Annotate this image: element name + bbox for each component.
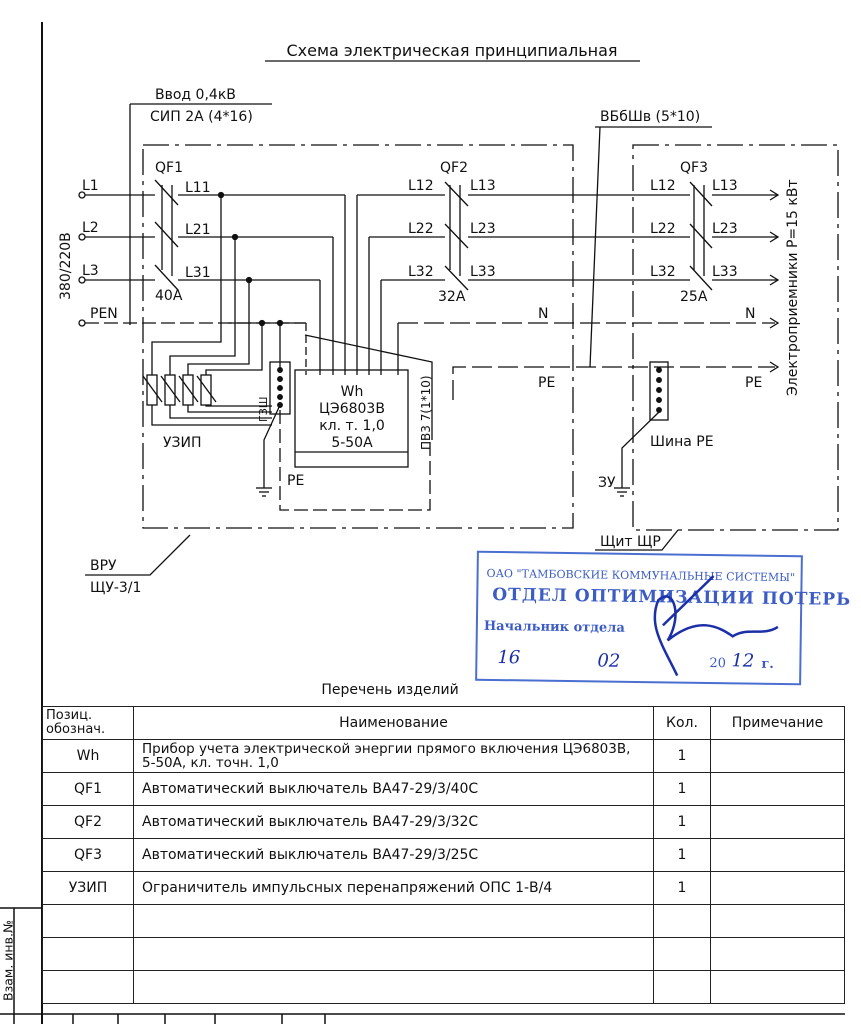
qf2-label: QF2	[440, 160, 468, 176]
header-qty: Кол.	[653, 706, 711, 740]
qf3-in-l22: L22	[650, 221, 676, 237]
signature	[653, 575, 779, 677]
header-name: Наименование	[133, 706, 654, 740]
gzsh-label: ГЗШ	[257, 396, 270, 422]
phase-l2: L2	[82, 220, 99, 236]
uzip-surge-arresters: УЗИП	[142, 195, 272, 451]
qf3-out-l13: L13	[712, 178, 738, 194]
header-position: Позиц. обознач.	[42, 706, 134, 740]
qf2-breaker: L12 L22 L32 QF2 L13 L23 L33 32А	[357, 160, 496, 305]
vru-label: ВРУ	[90, 558, 117, 574]
qf1-breaker: QF1 L11 L21 L31 40А	[154, 160, 211, 304]
side-label-text: Взам. инв.№	[0, 920, 16, 1001]
row-name: Автоматический выключатель ВА47-29/3/40С	[133, 772, 654, 806]
qf2-in-l32: L32	[408, 264, 434, 280]
qf3-out-l33: L33	[712, 264, 738, 280]
approval-stamp: ОАО "ТАМБОВСКИЕ КОММУНАЛЬНЫЕ СИСТЕМЫ" ОТ…	[475, 550, 851, 686]
n-label-shr: N	[745, 306, 755, 322]
input-cable: СИП 2А (4*16)	[150, 109, 253, 125]
pe-label-shr: PE	[745, 375, 762, 391]
qf3-out-l23: L23	[712, 221, 738, 237]
qf1-label: QF1	[155, 160, 183, 176]
row-name: Автоматический выключатель ВА47-29/3/32С	[133, 805, 654, 839]
qf2-in-l22: L22	[408, 221, 434, 237]
qf1-rating: 40А	[155, 288, 183, 304]
row-qty: 1	[653, 871, 711, 905]
qf2-out-l33: L33	[470, 264, 496, 280]
pe-label: PE	[538, 375, 555, 391]
qf3-in-l32: L32	[650, 264, 676, 280]
meter-cable-label: ПВ3 7(1*10)	[419, 375, 433, 450]
energy-meter: Wh ЦЭ6803В кл. т. 1,0 5-50А ПВ3 7(1*10)	[294, 195, 433, 468]
pe-bus: Шина PE ЗУ	[598, 361, 714, 497]
table-row-empty	[42, 904, 845, 938]
table-row-empty	[42, 970, 845, 1004]
pe-label-vru: PE	[287, 473, 304, 489]
qf1-out-l21: L21	[185, 222, 211, 238]
row-pos: QF2	[42, 805, 134, 839]
drawing-title: Схема электрическая принципиальная	[286, 41, 617, 60]
qf2-in-l12: L12	[408, 178, 434, 194]
vru-box	[142, 144, 574, 529]
gzsh-bus: ГЗШ PE	[256, 323, 431, 511]
spec-title: Перечень изделий	[321, 682, 458, 698]
row-qty: 1	[653, 805, 711, 839]
input-label: Ввод 0,4кВ	[155, 87, 236, 103]
zu-label: ЗУ	[598, 475, 616, 491]
phase-l3: L3	[82, 263, 99, 279]
shr-label: Щит ЩР	[600, 534, 661, 550]
qf2-rating: 32А	[438, 289, 466, 305]
row-qty: 1	[653, 772, 711, 806]
n-label: N	[538, 306, 548, 322]
row-pos: QF3	[42, 838, 134, 872]
row-pos: УЗИП	[42, 871, 134, 905]
phase-pen: PEN	[90, 306, 118, 322]
row-name: Автоматический выключатель ВА47-29/3/25С	[133, 838, 654, 872]
qf2-out-l23: L23	[470, 221, 496, 237]
qf2-out-l13: L13	[470, 178, 496, 194]
qf3-label: QF3	[680, 160, 708, 176]
qf1-out-l11: L11	[185, 180, 211, 196]
row-name: Ограничитель импульсных перенапряжений О…	[133, 871, 654, 905]
qf3-rating: 25А	[680, 289, 708, 305]
out-cable-label: ВБбШв (5*10)	[600, 109, 700, 125]
shr-box	[632, 144, 839, 531]
row-name: Прибор учета электрической энергии прямо…	[133, 739, 654, 773]
uzip-label: УЗИП	[163, 435, 202, 451]
meter-class: кл. т. 1,0	[319, 418, 385, 434]
table-row-empty	[42, 937, 845, 971]
voltage-label: 380/220В	[58, 232, 74, 300]
phase-l1: L1	[82, 178, 99, 194]
qf1-out-l31: L31	[185, 265, 211, 281]
meter-name: Wh	[341, 384, 364, 400]
consumers-label: Электроприемники Р=15 кВт	[785, 179, 801, 396]
header-note: Примечание	[710, 706, 845, 740]
row-qty: 1	[653, 739, 711, 773]
vru-type: ЩУ-3/1	[90, 580, 141, 596]
qf3-in-l12: L12	[650, 178, 676, 194]
meter-range: 5-50А	[331, 435, 373, 451]
pe-bus-label: Шина PE	[650, 434, 714, 450]
table-header: Позиц. обознач. Наименование Кол. Примеч…	[42, 706, 845, 740]
qf3-breaker: QF3 L12 L22 L32 L13 L23 L33 25А N PE Эле…	[650, 160, 801, 396]
row-qty: 1	[653, 838, 711, 872]
row-pos: QF1	[42, 772, 134, 806]
meter-model: ЦЭ6803В	[319, 401, 385, 417]
replacement-inventory-label: Взам. инв.№	[0, 908, 16, 1014]
parts-list-table: Позиц. обознач. Наименование Кол. Примеч…	[42, 706, 845, 1004]
phase-inputs: L1 L2 L3 PEN	[78, 178, 305, 327]
row-pos: Wh	[42, 739, 134, 773]
